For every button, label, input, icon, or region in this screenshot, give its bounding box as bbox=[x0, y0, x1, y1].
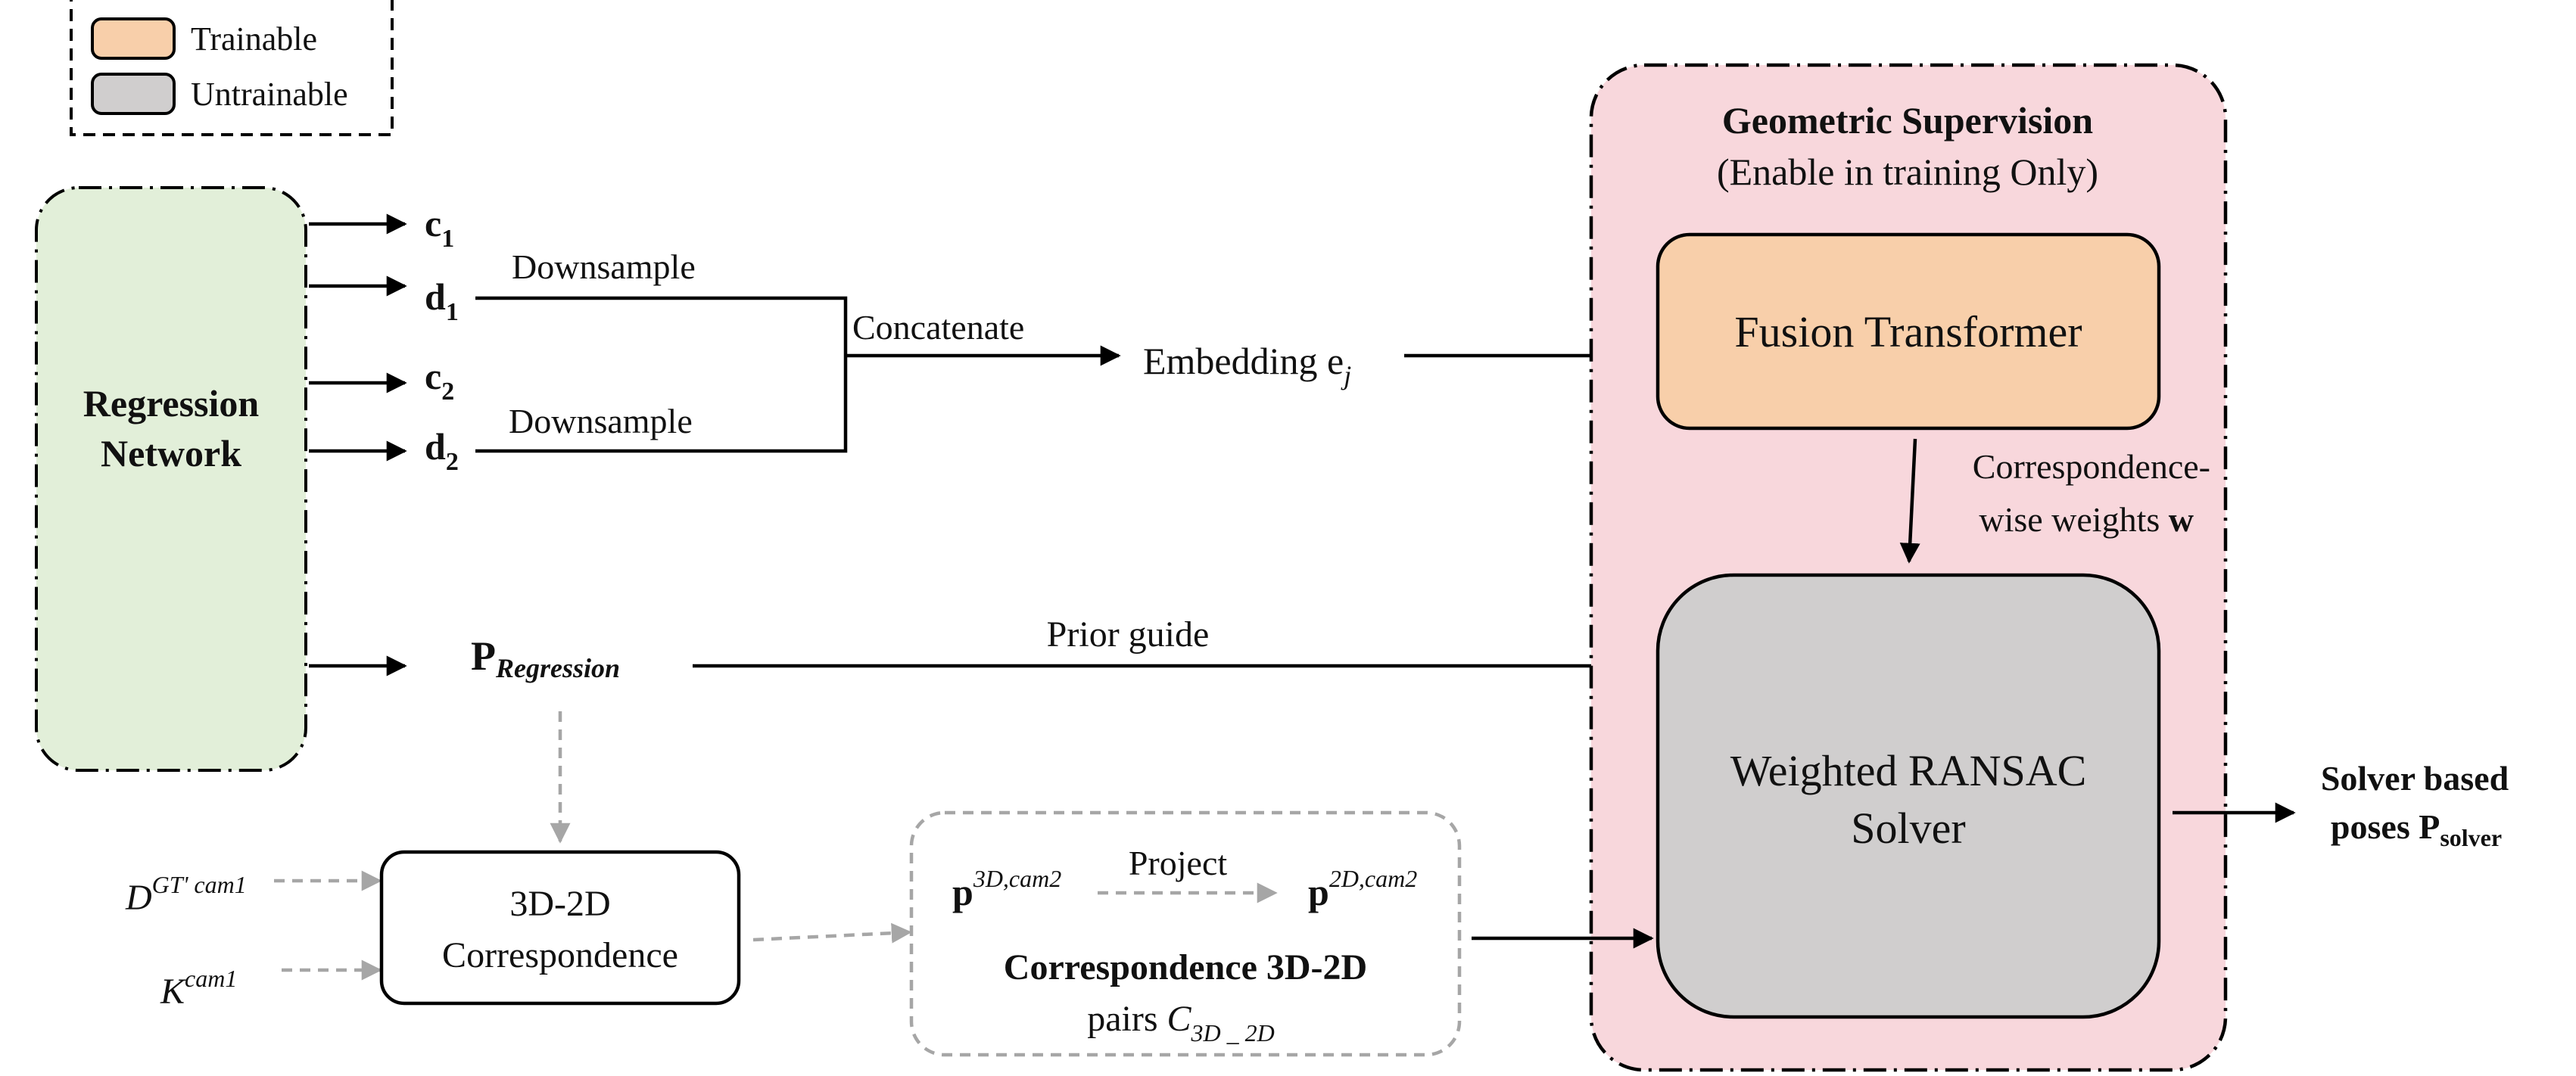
label-weights-2: wise weights w bbox=[1979, 500, 2194, 539]
weighted-ransac-label-2: Solver bbox=[1851, 804, 1965, 853]
concat-bracket bbox=[475, 296, 848, 453]
correspondence-box-label-2: Correspondence bbox=[442, 935, 678, 975]
label-concatenate: Concatenate bbox=[852, 308, 1024, 347]
label-p-regression: PRegression bbox=[471, 633, 620, 683]
label-weights-1: Correspondence- bbox=[1973, 447, 2210, 486]
legend: Trainable Untrainable bbox=[70, 0, 394, 136]
correspondence-3d-2d-box bbox=[379, 850, 741, 1006]
regression-network-box bbox=[35, 186, 307, 772]
label-embedding: Embedding ej bbox=[1143, 340, 1351, 390]
regression-network: Regression Network bbox=[35, 186, 307, 772]
label-c2: c2 bbox=[425, 355, 454, 406]
arrow-weights bbox=[1899, 438, 1920, 564]
fusion-transformer-box bbox=[1656, 232, 2161, 431]
solver-output-label-1: Solver based bbox=[2321, 759, 2509, 798]
label-p2d: p2D,cam2 bbox=[1308, 865, 1417, 913]
arrow-to-pairs bbox=[752, 922, 912, 944]
weighted-ransac-label-1: Weighted RANSAC bbox=[1730, 746, 2087, 795]
regression-network-label-1: Regression bbox=[83, 382, 260, 424]
legend-untrainable-swatch bbox=[91, 73, 176, 115]
geometric-supervision-title: Geometric Supervision bbox=[1722, 99, 2093, 141]
weighted-ransac-box bbox=[1656, 573, 2161, 1019]
solver-output: Solver based poses Psolver bbox=[2173, 759, 2509, 851]
solver-output-label-2: poses Psolver bbox=[2331, 807, 2502, 851]
label-d-gt: DGT' cam1 bbox=[125, 871, 247, 918]
correspondence-box-label-1: 3D-2D bbox=[509, 884, 610, 924]
label-c1: c1 bbox=[425, 202, 454, 253]
label-downsample-1: Downsample bbox=[512, 247, 696, 286]
label-prior-guide: Prior guide bbox=[1047, 614, 1210, 655]
regression-outputs: c1 d1 c2 d2 PRegression bbox=[309, 202, 620, 683]
correspondence-branch: DGT' cam1 Kcam1 3D-2D Correspondence p3D… bbox=[125, 711, 1654, 1057]
regression-network-label-2: Network bbox=[101, 432, 241, 474]
legend-untrainable-label: Untrainable bbox=[191, 76, 348, 113]
geometric-supervision-subtitle: (Enable in training Only) bbox=[1717, 151, 2098, 193]
label-d1: d1 bbox=[425, 275, 459, 326]
label-downsample-2: Downsample bbox=[509, 402, 693, 440]
prior-guide: Prior guide bbox=[693, 614, 1654, 676]
correspondence-pairs-label: pairs C3D _ 2D bbox=[1087, 999, 1275, 1046]
legend-trainable-label: Trainable bbox=[191, 20, 317, 58]
legend-trainable-swatch bbox=[91, 17, 176, 60]
concat-branch: Downsample Downsample Concatenate Embedd… bbox=[475, 247, 1654, 453]
label-k: Kcam1 bbox=[160, 965, 237, 1012]
label-d2: d2 bbox=[425, 425, 459, 476]
legend-border bbox=[70, 0, 394, 136]
correspondence-pairs-box bbox=[909, 810, 1462, 1057]
label-project: Project bbox=[1129, 844, 1228, 882]
fusion-transformer-label: Fusion Transformer bbox=[1734, 307, 2082, 356]
label-p3d: p3D,cam2 bbox=[952, 865, 1061, 913]
correspondence-pairs-title: Correspondence 3D-2D bbox=[1004, 947, 1367, 987]
geometric-supervision: Geometric Supervision (Enable in trainin… bbox=[1589, 63, 2228, 1072]
